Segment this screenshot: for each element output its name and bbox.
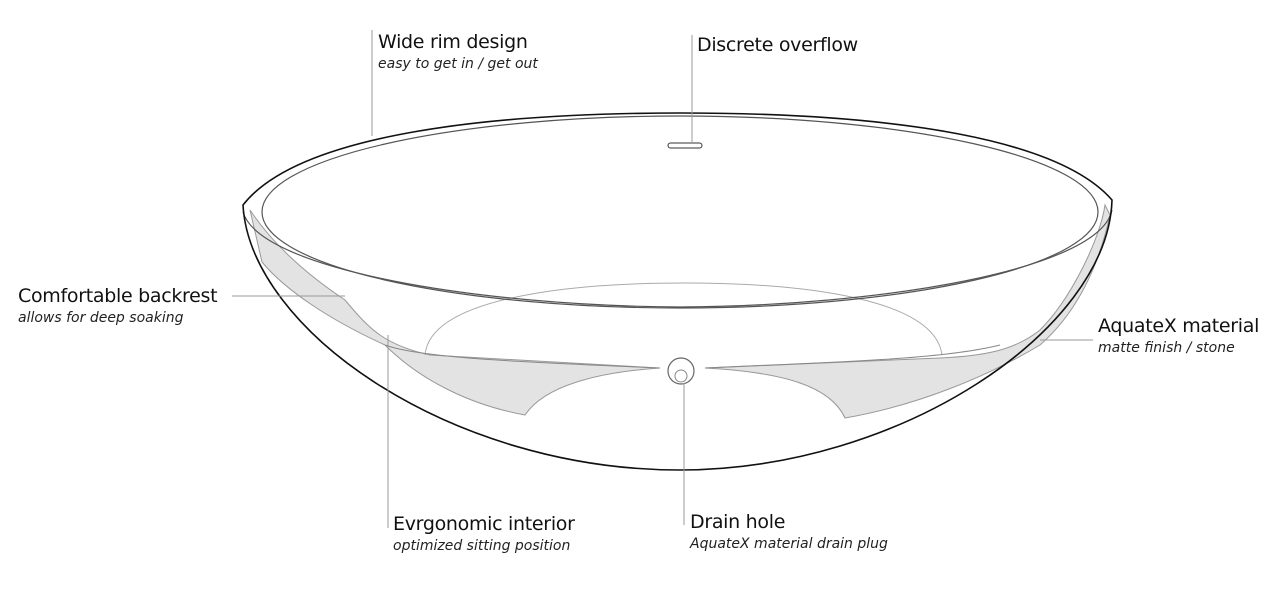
callout-backrest: Comfortable backrest allows for deep soa… <box>18 284 218 328</box>
interior-title: Evrgonomic interior <box>393 513 575 535</box>
overflow-slot <box>667 142 703 149</box>
right-backrest-shade <box>704 203 1111 419</box>
overflow-title: Discrete overflow <box>697 34 858 56</box>
interior-subtitle: optimized sitting position <box>393 538 571 554</box>
inner-rim <box>261 115 1099 309</box>
callout-interior: Evrgonomic interior optimized sitting po… <box>393 512 575 556</box>
floor-outline <box>424 282 943 356</box>
rim-subtitle: easy to get in / get out <box>378 56 538 72</box>
rim-front-edge <box>242 209 1113 308</box>
callout-material: AquateX material matte finish / stone <box>1098 314 1259 358</box>
left-backrest-shade <box>249 209 661 416</box>
drain-title: Drain hole <box>690 511 786 533</box>
seat-edge <box>384 344 1001 369</box>
material-subtitle: matte finish / stone <box>1098 340 1235 356</box>
callout-overflow: Discrete overflow <box>697 33 858 57</box>
callout-rim: Wide rim design easy to get in / get out <box>378 30 538 74</box>
rim-title: Wide rim design <box>378 31 528 53</box>
backrest-title: Comfortable backrest <box>18 285 218 307</box>
outer-shell <box>242 112 1113 471</box>
material-title: AquateX material <box>1098 315 1260 337</box>
callout-drain: Drain hole AquateX material drain plug <box>690 510 888 554</box>
drain-subtitle: AquateX material drain plug <box>690 536 888 552</box>
backrest-subtitle: allows for deep soaking <box>18 310 184 326</box>
drain-inner <box>674 369 688 383</box>
